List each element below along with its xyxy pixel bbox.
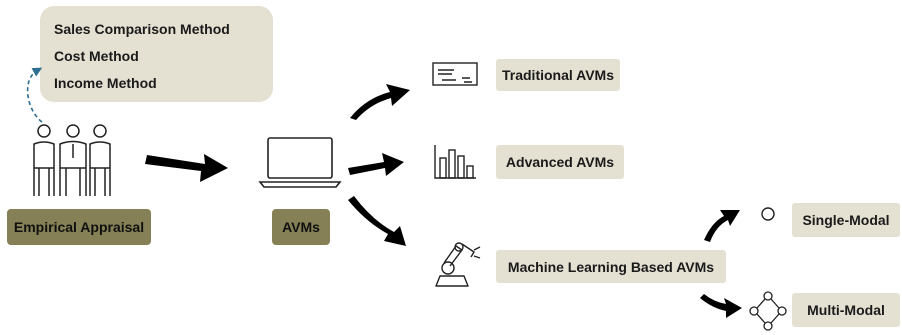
dashed-link-arrow <box>26 67 43 123</box>
traditional-avms-label: Traditional AVMs <box>496 59 620 91</box>
bar-chart-icon <box>434 145 476 179</box>
arrow-to-advanced <box>348 153 404 176</box>
arrow-empirical-to-avms <box>145 154 228 182</box>
method-income: Income Method <box>54 75 157 91</box>
single-modal-label: Single-Modal <box>792 203 900 237</box>
appraisal-methods-box: Sales Comparison Method Cost Method Inco… <box>40 6 273 102</box>
arrow-to-ml <box>348 196 406 246</box>
arrow-to-multi-modal <box>700 294 742 318</box>
multi-node-icon <box>749 291 787 331</box>
method-sales-comparison: Sales Comparison Method <box>54 21 230 37</box>
laptop-icon <box>258 137 342 188</box>
empirical-appraisal-label: Empirical Appraisal <box>7 209 151 245</box>
arrow-to-traditional <box>350 84 410 120</box>
ml-based-avms-label: Machine Learning Based AVMs <box>496 250 726 283</box>
advanced-avms-label: Advanced AVMs <box>496 145 624 179</box>
robot-arm-icon <box>435 242 481 287</box>
people-group-icon <box>33 124 111 196</box>
circle-icon <box>761 207 775 221</box>
arrow-to-single-modal <box>704 210 740 242</box>
check-document-icon <box>432 62 478 86</box>
method-cost: Cost Method <box>54 48 139 64</box>
multi-modal-label: Multi-Modal <box>792 293 900 327</box>
avms-label: AVMs <box>272 209 330 245</box>
